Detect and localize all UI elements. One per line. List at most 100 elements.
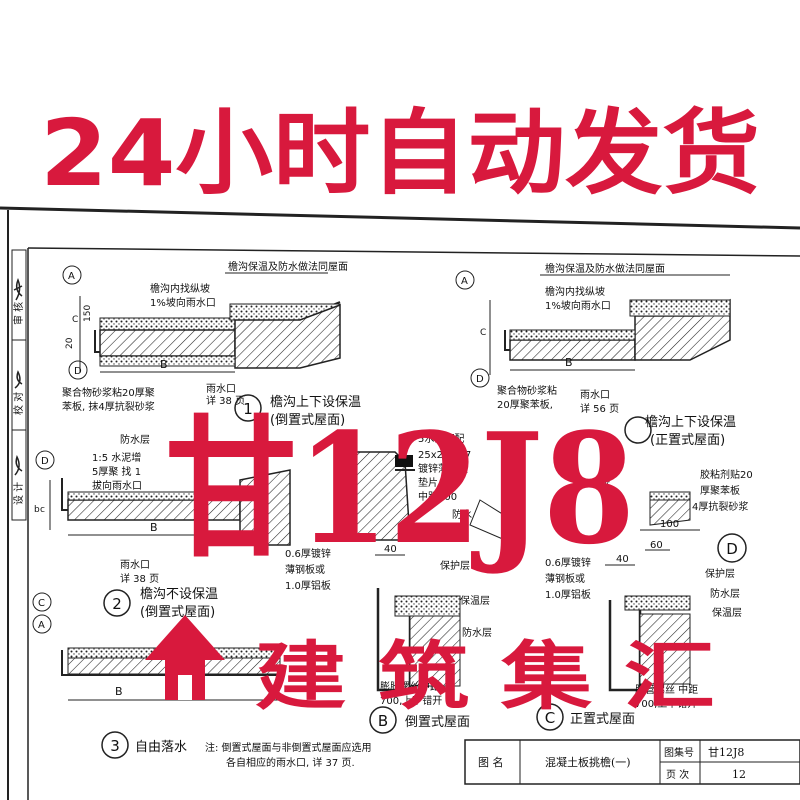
svg-text:b: b [34, 505, 40, 515]
detail-C-note: 保温层 [712, 606, 742, 619]
dimension-label: B [160, 358, 168, 371]
detail-A-note: 中距500 [418, 490, 457, 503]
detail-2-number [103, 589, 131, 617]
detail-1r-note: 檐沟保温及防水做法同屋面 [545, 262, 665, 275]
detail-1-note: 苯板, 抹4厚抗裂砂浆 [62, 400, 155, 413]
signature-mark [14, 370, 23, 389]
detail-B-note: 保护层 [440, 559, 470, 572]
detail-2: 防水层 1:5 水泥增 5厚聚 找 1 拔向雨水口 D b c B 雨水口 详 … [34, 433, 291, 620]
standard-code-overlay: 甘12J8 [165, 399, 635, 578]
title-block-label: 图 名 [478, 755, 504, 769]
detail-1-number [234, 394, 262, 422]
detail-2-note: 详 38 页 [120, 572, 159, 585]
dimension-label: 100 [660, 519, 679, 530]
detail-1-right: 檐沟保温及防水做法同屋面 檐沟内找纵坡 1%坡向雨水口 C A D B 聚合物砂… [455, 262, 736, 448]
dimension-label: B [115, 685, 123, 698]
sidebar-label-review: 审 核 [12, 302, 25, 325]
detail-2-number-text: 2 [112, 595, 122, 613]
detail-D-note: 厚聚苯板 [700, 484, 740, 497]
detail-A-note: 找 [600, 456, 610, 469]
detail-C-number-text: C [545, 709, 555, 727]
detail-1r-caption: (正置式屋面) [650, 433, 725, 448]
detail-D-note: 4厚抗裂砂浆 [692, 500, 748, 513]
detail-1r-note: 详 56 页 [580, 402, 619, 415]
detail-C-number [536, 703, 564, 731]
dimension-label: 20 [65, 337, 75, 349]
detail-2-note: 5厚聚 找 1 [92, 465, 141, 478]
detail-A: 5水泥钉配 25x25x0.7 镀锌薄钢板 垫片 中距500 防水 [349, 432, 521, 541]
detail-2-caption: 檐沟不设保温 [140, 587, 218, 602]
banner-title: 24小时自动发货 [40, 100, 760, 207]
detail-C-note: 防水层 [710, 587, 740, 600]
detail-1-caption: (倒置式屋面) [270, 413, 345, 428]
detail-B-note: 0.6厚镀锌 [285, 547, 331, 560]
detail-1-caption: 檐沟上下设保温 [270, 395, 361, 410]
detail-1-note: 聚合物砂浆粘20厚聚 [62, 386, 155, 399]
svg-text:C: C [38, 598, 45, 609]
detail-B-note: 膨胀螺丝中距 [380, 680, 440, 693]
detail-B-note: 保温层 [460, 594, 490, 607]
signature-mark [13, 277, 23, 301]
title-block-label: 页 次 [666, 768, 689, 781]
detail-C-note: 保护层 [705, 567, 735, 580]
sidebar-label-design: 设 计 [12, 482, 25, 505]
detail-A-note: 防水 [452, 508, 472, 521]
detail-1r-caption: 檐沟上下设保温 [645, 415, 736, 430]
detail-2-note: 1:5 水泥增 [92, 451, 141, 464]
sidebar-label-check: 校 对 [12, 392, 25, 415]
detail-B-note: 防水层 [462, 626, 492, 639]
detail-A-note: 垫片 [418, 476, 438, 489]
detail-A-note: 5水泥钉配 [418, 432, 464, 445]
dimension-label: B [150, 521, 158, 534]
detail-C-note: 1.0厚铝板 [545, 588, 591, 601]
house-up-arrow-icon [145, 615, 225, 700]
detail-1-note: 檐沟保温及防水做法同屋面 [228, 260, 348, 273]
detail-D-note: 胶粘剂贴20 [700, 468, 753, 481]
general-note: 各自相应的雨水口, 详 37 页. [226, 756, 355, 769]
detail-B-number-text: B [378, 712, 388, 730]
detail-2-caption: (倒置式屋面) [140, 605, 215, 620]
dimension-label: 40 [616, 554, 629, 565]
dimension-label: 40 [384, 544, 397, 555]
title-block-label: 图集号 [664, 746, 694, 759]
svg-text:D: D [74, 366, 82, 377]
page-number: 12 [732, 768, 746, 781]
detail-B-number [369, 706, 397, 734]
detail-D-number-text: D [726, 540, 738, 558]
detail-C-caption: 正置式屋面 [570, 712, 635, 727]
detail-C-note: 0.6厚镀锌 [545, 556, 591, 569]
detail-B-caption: 倒置式屋面 [405, 715, 470, 730]
detail-B-note: 薄钢板或 [285, 563, 325, 576]
detail-1r-note: 聚合物砂浆粘 [497, 384, 557, 397]
detail-C-note: 胀管螺丝 中距 [635, 683, 698, 696]
detail-1-note: 檐沟内找纵坡 [150, 282, 210, 295]
detail-1-note: 雨水口 [206, 383, 236, 395]
dimension-label: 150 [83, 305, 93, 322]
detail-3-number [101, 731, 129, 759]
detail-1r-note: 20厚聚苯板, [497, 398, 553, 411]
detail-2-note: 雨水口 [120, 559, 150, 571]
detail-B-note: 700,上下错开 [380, 694, 442, 707]
detail-C: 40 0.6厚镀锌 薄钢板或 1.0厚铝板 保护层 防水层 保温层 胀管螺丝 中… [536, 554, 742, 731]
detail-1r-note: 1%坡向雨水口 [545, 299, 611, 312]
detail-1r-note: 雨水口 [580, 389, 610, 401]
svg-text:c: c [40, 505, 45, 515]
general-note: 注: 倒置式屋面与非倒置式屋面应选用 [205, 741, 372, 754]
detail-1-number-text: 1 [243, 400, 253, 418]
title-block: 图 名 混凝土板挑檐(一) 图集号 甘12J8 页 次 12 [464, 739, 800, 785]
detail-D-number [717, 533, 747, 563]
detail-A-note: 胶 [600, 476, 610, 489]
svg-text:A: A [38, 620, 45, 631]
detail-1-note: 1%坡向雨水口 [150, 296, 216, 309]
svg-text:A: A [461, 276, 468, 287]
sidebar-labels: 设 计 校 对 审 核 [12, 277, 25, 505]
detail-1r-note: 檐沟内找纵坡 [545, 285, 605, 298]
detail-2-note: 防水层 [120, 433, 150, 446]
detail-A-note: 25x25x0.7 [418, 450, 471, 461]
detail-D: 找 胶 胶粘剂贴20 厚聚苯板 4厚抗裂砂浆 100 60 D [600, 456, 753, 563]
drawing-sheet [0, 206, 800, 800]
atlas-number: 甘12J8 [708, 746, 744, 759]
detail-3-caption: 自由落水 [135, 740, 187, 755]
signature-mark [14, 455, 23, 476]
